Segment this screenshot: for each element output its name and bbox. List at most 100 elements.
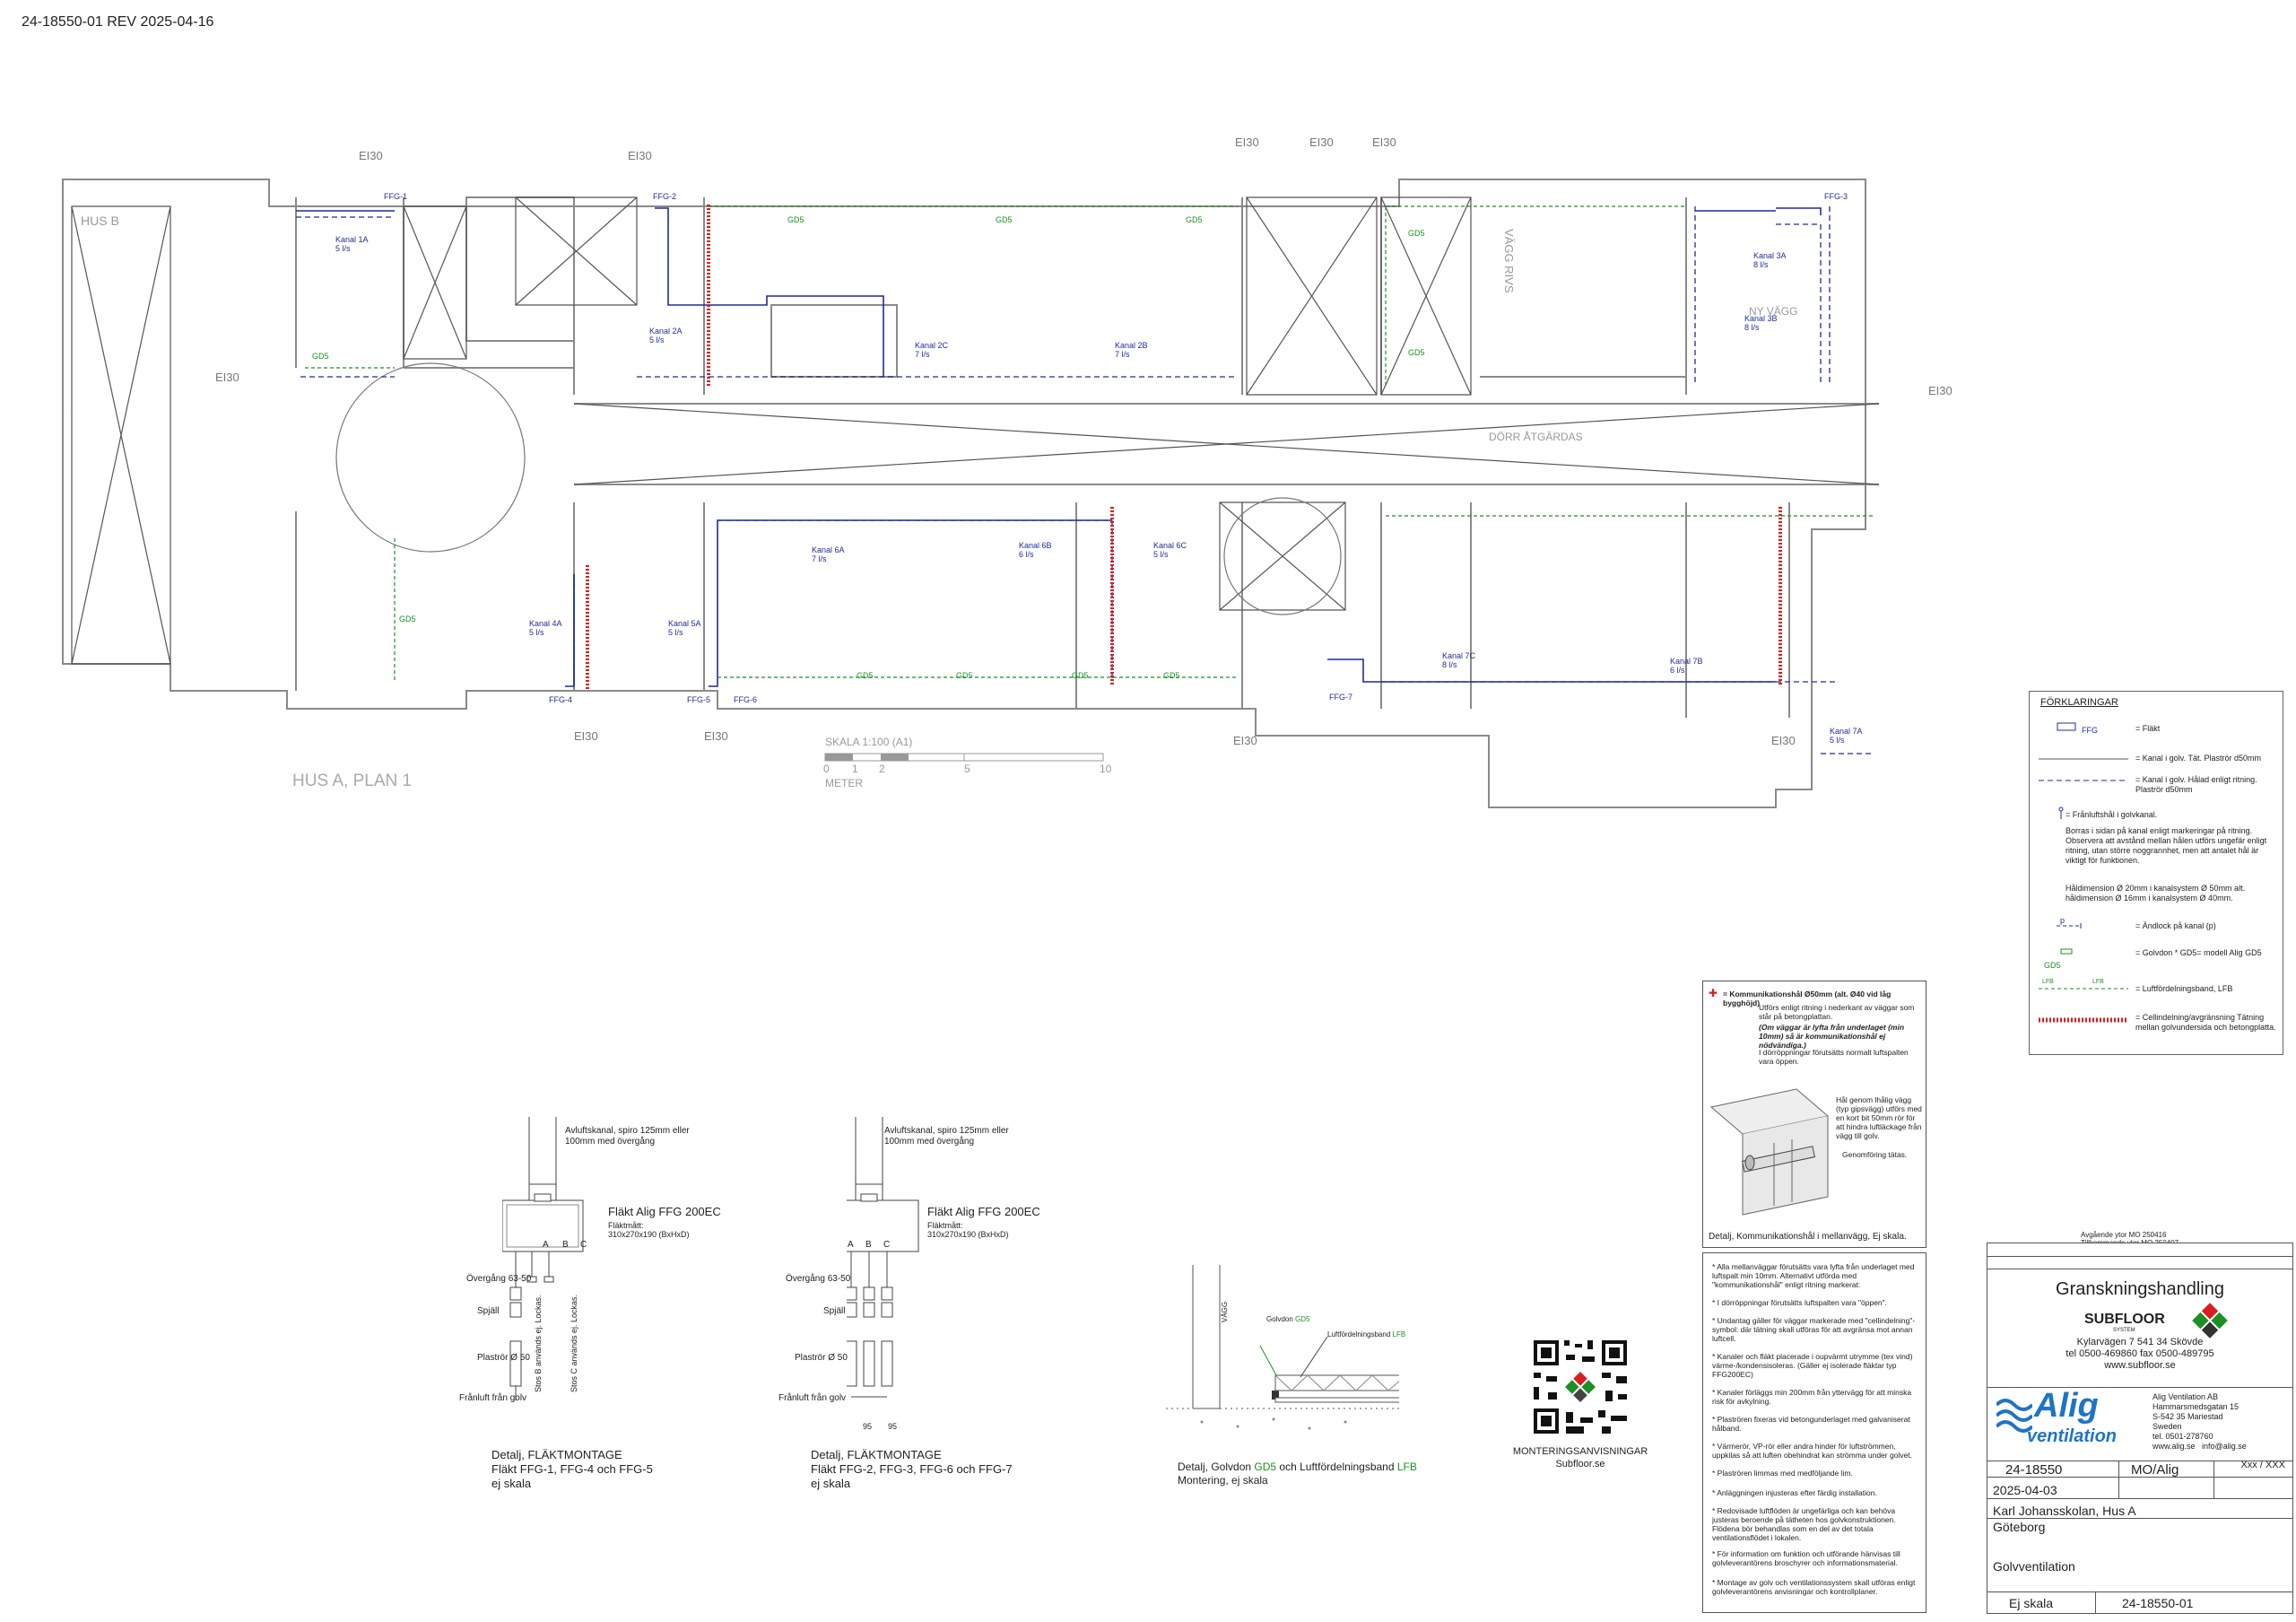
d2-intake-label: Frånluft från golv bbox=[778, 1393, 847, 1403]
d3-caption: Detalj, Golvdon GD5 och Luftfördelningsb… bbox=[1178, 1461, 1417, 1473]
tb-scale: Ej skala bbox=[2009, 1596, 2054, 1610]
d2-dim-95-b: 95 bbox=[888, 1422, 898, 1431]
gd5-label: GD5 bbox=[996, 215, 1013, 224]
ny-vagg-label: NY VÄGG bbox=[1749, 305, 1798, 318]
subfloor-web: www.subfloor.se bbox=[2104, 1360, 2176, 1371]
subfloor-addr-1: Kylarvägen 7 541 34 Skövde bbox=[2076, 1337, 2204, 1347]
note: * Undantag gäller för väggar markerade m… bbox=[1712, 1316, 1916, 1343]
d2-caption-1: Detalj, FLÄKTMONTAGE bbox=[811, 1448, 942, 1461]
d2-caption-2: Fläkt FFG-2, FFG-3, FFG-6 och FFG-7 bbox=[811, 1462, 1013, 1476]
note: * För information om funktion och utföra… bbox=[1712, 1549, 1900, 1567]
d2-transition-label: Övergång 63-50 bbox=[786, 1274, 851, 1284]
tb-subject: Golvventilation bbox=[1993, 1559, 2075, 1574]
tb-project-no: 24-18550 bbox=[2005, 1462, 2063, 1478]
d1-exhaust-label: Avluftskanal, spiro 125mm eller 100mm me… bbox=[565, 1126, 690, 1147]
tb-date: 2025-04-03 bbox=[1993, 1483, 2057, 1497]
d1-letter-b: B bbox=[562, 1240, 569, 1250]
note: * Montage av golv och ventilationssystem… bbox=[1712, 1578, 1916, 1596]
arrow-down-icon bbox=[2058, 807, 2064, 819]
communication-hole-panel: ✚ = Kommunikationshål Ø50mm (alt. Ø40 vi… bbox=[1702, 981, 1926, 1248]
gd5-label: GD5 bbox=[312, 352, 329, 361]
d1-stos-c: Stos C används ej. Lockas. bbox=[570, 1294, 578, 1392]
ei30-label: EI30 bbox=[1235, 135, 1259, 149]
gd5-label: GD5 bbox=[857, 671, 874, 680]
d1-letter-a: A bbox=[543, 1240, 549, 1250]
d2-letter-a: A bbox=[848, 1240, 854, 1250]
note: * Plaströren fixeras vid betongunderlage… bbox=[1712, 1415, 1910, 1433]
d3-caption-2: Montering, ej skala bbox=[1178, 1474, 1268, 1487]
title-block: Granskningshandling SUBFLOOR SYSTEM Kyla… bbox=[1987, 1243, 2293, 1614]
scale-tick-1: 1 bbox=[852, 763, 858, 775]
ei30-label: EI30 bbox=[215, 371, 239, 384]
gd5-label: GD5 bbox=[956, 671, 973, 680]
scale-title: SKALA 1:100 (A1) bbox=[825, 736, 913, 748]
d1-fan-label: Fläkt Alig FFG 200EC bbox=[608, 1205, 721, 1218]
legend-title: FÖRKLARINGAR bbox=[2040, 697, 2118, 708]
ei30-label: EI30 bbox=[704, 729, 728, 743]
fan-ffg-2: FFG-2 bbox=[653, 192, 676, 201]
d1-caption-1: Detalj, FLÄKTMONTAGE bbox=[491, 1448, 622, 1461]
qr-caption-1: MONTERINGSANVISNINGAR bbox=[1512, 1446, 1648, 1457]
fan-mount-detail-2 bbox=[847, 1117, 919, 1398]
subfloor-sub: SYSTEM bbox=[2113, 1328, 2135, 1333]
document-id: 24-18550-01 REV 2025-04-16 bbox=[22, 14, 214, 30]
ei30-label: EI30 bbox=[1372, 135, 1396, 149]
alig-contact: Alig Ventilation AB Hammarsmedsgatan 15 … bbox=[2152, 1392, 2247, 1451]
d1-intake-label: Frånluft från golv bbox=[459, 1393, 527, 1403]
gd5-label: GD5 bbox=[787, 215, 804, 224]
d1-letter-c: C bbox=[580, 1240, 587, 1250]
ei30-label: EI30 bbox=[574, 729, 598, 743]
scale-tick-2: 2 bbox=[879, 763, 885, 775]
ei30-label: EI30 bbox=[1928, 384, 1952, 397]
tb-drawing-no: 24-18550-01 bbox=[2122, 1596, 2194, 1610]
subfloor-name: SUBFLOOR bbox=[2084, 1312, 2165, 1327]
gd5-label: GD5 bbox=[1408, 229, 1425, 238]
d3-lfb: Luftfördelningsband LFB bbox=[1327, 1330, 1406, 1339]
note: * Kanaler och fläkt placerade i oupvärmt… bbox=[1712, 1352, 1913, 1379]
hus-b-label: HUS B bbox=[81, 214, 119, 228]
scale-tick-5: 5 bbox=[964, 763, 970, 775]
tb-sheet: Xxx / XXX bbox=[2240, 1460, 2285, 1470]
legend-panel: FÖRKLARINGAR FFG = Fläkt = Kanal i golv.… bbox=[2029, 691, 2283, 1055]
subfloor-logo-icon bbox=[2192, 1303, 2228, 1339]
gd5-label: GD5 bbox=[1072, 671, 1089, 680]
fan-ffg-1: FFG-1 bbox=[384, 192, 407, 201]
hus-a-label: HUS A, PLAN 1 bbox=[292, 772, 413, 790]
note: * Alla mellanväggar förutsätts vara lyft… bbox=[1712, 1262, 1915, 1289]
fan-ffg-4: FFG-4 bbox=[549, 695, 572, 704]
dorr-atgardas-label: DÖRR ÅTGÄRDAS bbox=[1489, 431, 1583, 443]
gd5-label: GD5 bbox=[1163, 671, 1180, 680]
qr-caption-2: Subfloor.se bbox=[1555, 1459, 1605, 1469]
tb-project-2: Göteborg bbox=[1993, 1520, 2046, 1534]
notes-panel: * Alla mellanväggar förutsätts vara lyft… bbox=[1702, 1252, 1926, 1613]
d1-transition-label: Övergång 63-50 bbox=[466, 1274, 532, 1284]
gd5-label: GD5 bbox=[1408, 348, 1425, 357]
alig-logo-bottom: ventilation bbox=[2027, 1426, 2118, 1446]
wall-pipe-illustration bbox=[1709, 1088, 1830, 1216]
vagg-rivs-label: VÄGG RIVS bbox=[1502, 229, 1516, 293]
ei30-label: EI30 bbox=[1309, 135, 1334, 149]
d1-pipe-label: Plaströr Ø 50 bbox=[477, 1353, 530, 1363]
d2-damper-label: Spjäll bbox=[823, 1306, 846, 1316]
gd5-label: GD5 bbox=[1186, 215, 1203, 224]
alig-logo-top: Alig bbox=[2034, 1387, 2099, 1425]
d1-fan-dim: 310x270x190 (BxHxD) bbox=[608, 1230, 690, 1239]
ei30-label: EI30 bbox=[1771, 734, 1796, 747]
subfloor-addr-2: tel 0500-469860 fax 0500-489795 bbox=[2066, 1348, 2214, 1359]
qr-code[interactable] bbox=[1530, 1337, 1631, 1437]
scale-tick-0: 0 bbox=[823, 763, 830, 775]
ei30-label: EI30 bbox=[359, 149, 383, 162]
note: * Redovisade luftflöden är ungefärliga o… bbox=[1712, 1506, 1896, 1542]
d1-caption-3: ej skala bbox=[491, 1477, 532, 1490]
